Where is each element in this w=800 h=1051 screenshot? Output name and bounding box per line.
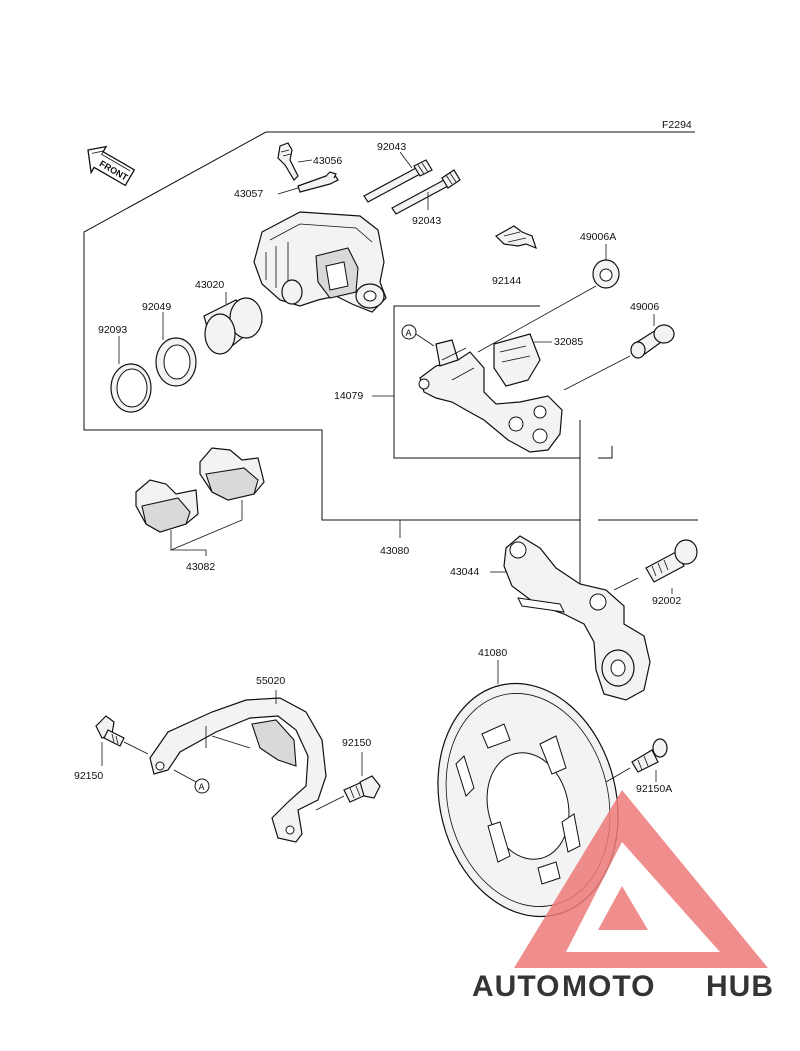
- guard-bolt-right-part: [343, 775, 381, 803]
- holder-bolt-part: [645, 539, 698, 583]
- pad-spring-part: [495, 225, 537, 250]
- label-43056: 43056: [313, 155, 342, 167]
- slide-pin-lower-part: [391, 169, 461, 215]
- label-92150-right: 92150: [342, 737, 371, 749]
- label-92043-bottom: 92043: [412, 215, 441, 227]
- label-55020: 55020: [256, 675, 285, 687]
- label-43044: 43044: [450, 566, 479, 578]
- label-92043-top: 92043: [377, 141, 406, 153]
- label-92150-left: 92150: [74, 770, 103, 782]
- label-92002: 92002: [652, 595, 681, 607]
- watermark-word-hub: HUB: [706, 970, 774, 1003]
- brake-pad-right-part: [199, 447, 265, 501]
- bracket-frame-right: [598, 446, 613, 459]
- boot-part: [592, 259, 620, 289]
- bracket-subassembly-frame: [393, 305, 580, 459]
- caliper-holder-part: [503, 535, 651, 701]
- disc-bolt-axis: [605, 767, 631, 783]
- pad-retainer-part: [493, 333, 541, 387]
- label-14079: 14079: [334, 390, 363, 402]
- svg-text:A: A: [199, 782, 205, 792]
- label-43020: 43020: [195, 279, 224, 291]
- label-92150A: 92150A: [636, 783, 672, 795]
- label-92144: 92144: [492, 275, 521, 287]
- disc-guard-part: [149, 697, 327, 843]
- bracket-pin-part: [630, 324, 675, 359]
- watermark-triangle-icon: [514, 790, 768, 968]
- piston-part: [203, 297, 263, 355]
- leader-43057: [277, 187, 299, 195]
- label-92093: 92093: [98, 324, 127, 336]
- svg-text:A: A: [406, 328, 412, 338]
- brake-pad-left-part: [135, 479, 199, 533]
- bolt-left-axis: [123, 741, 149, 755]
- label-92049: 92049: [142, 301, 171, 313]
- leader-a-bottom: [173, 769, 197, 783]
- slide-pin-upper-part: [363, 159, 433, 203]
- bleed-valve-part: [277, 142, 299, 181]
- bolt-right-axis: [315, 795, 345, 811]
- boot-axis-line: [477, 285, 597, 353]
- watermark-word-moto: MOTO: [562, 970, 655, 1003]
- watermark-inner-triangle-icon: [598, 886, 648, 930]
- dust-seal-part: [155, 337, 197, 387]
- label-32085: 32085: [554, 336, 583, 348]
- label-49006: 49006: [630, 301, 659, 313]
- leader-43082: [170, 500, 243, 551]
- watermark-word-auto: AUTO: [472, 970, 560, 1003]
- leader-43056: [297, 159, 313, 163]
- figure-code: F2294: [662, 119, 692, 131]
- guard-bolt-left-part: [95, 715, 125, 747]
- caliper-assembly-frame: [83, 131, 580, 521]
- pad-pin-part: [297, 171, 339, 193]
- ref-marker-a-bottom: A: [194, 778, 210, 794]
- label-41080: 41080: [478, 647, 507, 659]
- label-43082: 43082: [186, 561, 215, 573]
- label-43057: 43057: [234, 188, 263, 200]
- piston-seal-part: [110, 363, 152, 413]
- caliper-body-part: [253, 211, 387, 313]
- front-arrow-icon: FRONT: [87, 145, 136, 187]
- label-43080: 43080: [380, 545, 409, 557]
- caliper-bracket-part: [418, 339, 563, 453]
- brake-disc-part: [437, 682, 619, 918]
- leader-43082-tail: [171, 549, 207, 556]
- pin-axis-line: [563, 355, 631, 391]
- ref-marker-a-top: A: [401, 324, 417, 340]
- label-49006A: 49006A: [580, 231, 616, 243]
- bolt-axis-line: [613, 577, 639, 591]
- leader-92043-top: [399, 151, 413, 169]
- watermark-logo: AUTO MOTO HUB: [472, 790, 774, 1003]
- disc-bolt-part: [631, 738, 668, 773]
- leader-a-top: [415, 333, 435, 347]
